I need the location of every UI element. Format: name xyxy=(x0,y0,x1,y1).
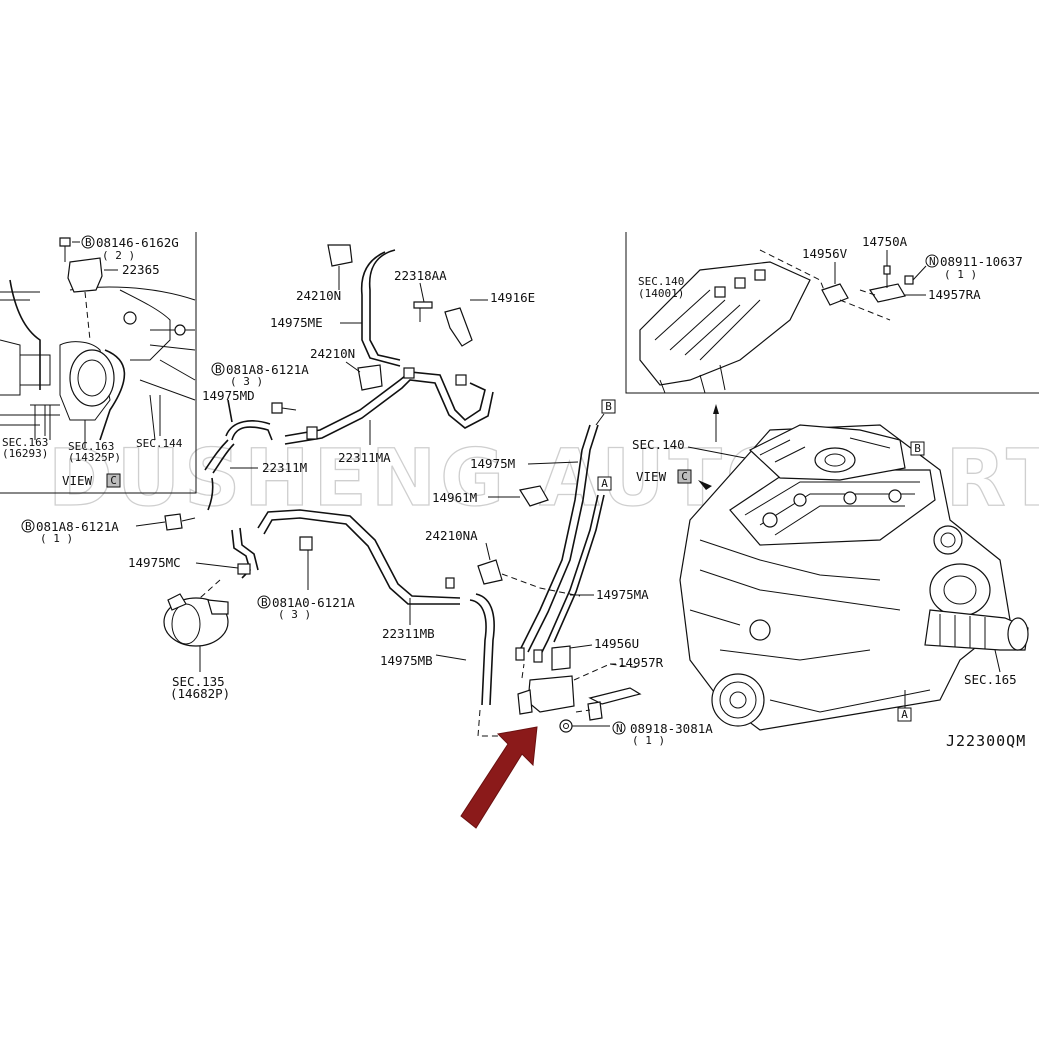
nut-08918-label: 08918-3081A xyxy=(630,721,713,736)
bolt-081a8-top-prefix: B xyxy=(215,363,222,376)
sensor-22365-label: 22365 xyxy=(122,262,160,277)
part-24210n-top-label: 24210N xyxy=(296,288,341,303)
view-text: VIEW xyxy=(62,473,93,488)
part-22311mb-label: 22311MB xyxy=(382,626,435,641)
part-22311m-label: 22311M xyxy=(262,460,307,475)
sec-163-a-label: SEC.163 xyxy=(2,436,48,449)
bolt-081a8-top-qty: ( 3 ) xyxy=(230,375,263,388)
ref-a-box: A xyxy=(601,477,608,490)
part-14975mc-label: 14975MC xyxy=(128,555,181,570)
bolt-081a0-qty: ( 3 ) xyxy=(278,608,311,621)
ref-b-box: B xyxy=(605,400,612,413)
engine-ref-b-box: B xyxy=(914,442,921,455)
lower-left-parts: B 081A8-6121A ( 1 ) 14975MC SEC.135 (146… xyxy=(21,509,530,737)
sec-140-label: SEC.140 xyxy=(632,437,685,452)
bolt-081a8-mid-prefix: B xyxy=(25,520,32,533)
view-c-text: VIEW xyxy=(636,469,667,484)
part-08911-label: 08911-10637 xyxy=(940,254,1023,269)
part-14956u-label: 14956U xyxy=(594,636,639,651)
engine-assembly: SEC.140 VIEW C B SEC.165 xyxy=(632,404,1029,731)
view-c-letter-box: C xyxy=(681,470,688,483)
sec-163-b-label: SEC.163 xyxy=(68,440,114,453)
bolt-081a8-top-label: 081A8-6121A xyxy=(226,362,309,377)
nut-08918-qty: ( 1 ) xyxy=(632,734,665,747)
highlight-arrow xyxy=(460,726,538,829)
bolt-081a0-label: 081A0-6121A xyxy=(272,595,355,610)
sec-144-label: SEC.144 xyxy=(136,437,183,450)
sec-165-label: SEC.165 xyxy=(964,672,1017,687)
bolt-081a8-mid-label: 081A8-6121A xyxy=(36,519,119,534)
upper-hoses: 24210N 14975ME 22318AA 14916E 24210N 223… xyxy=(202,244,535,511)
part-24210na-label: 24210NA xyxy=(425,528,478,543)
bolt-081a0-prefix: B xyxy=(261,596,268,609)
part-22311ma-label: 22311MA xyxy=(338,450,391,465)
sec-163-a-sub: (16293) xyxy=(2,447,48,460)
part-14975md-label: 14975MD xyxy=(202,388,255,403)
part-14916e-label: 14916E xyxy=(490,290,535,305)
part-14750a-label: 14750A xyxy=(862,234,908,249)
sec-140-inset-label: SEC.140 xyxy=(638,275,684,288)
nut-08918-prefix: N xyxy=(616,722,623,735)
center-parts: B 14975M A 14961M 24210NA 14975MA 14956U… xyxy=(425,399,713,747)
part-08911-prefix: N xyxy=(929,255,936,268)
part-14975m-label: 14975M xyxy=(470,456,515,471)
sec-135-sub: (14682P) xyxy=(170,686,230,701)
sec-163-b-sub: (14325P) xyxy=(68,451,121,464)
part-14957ra-label: 14957RA xyxy=(928,287,981,302)
inset-left: B 08146-6162G ( 2 ) 22365 SEC.163 (16293… xyxy=(0,232,197,494)
part-08911-qty: ( 1 ) xyxy=(944,268,977,281)
bolt-08146-qty: ( 2 ) xyxy=(102,249,135,262)
bolt-081a8-mid-qty: ( 1 ) xyxy=(40,532,73,545)
part-14975mb-label: 14975MB xyxy=(380,653,433,668)
diagram-code: J22300QM xyxy=(946,732,1026,750)
part-24210n-label: 24210N xyxy=(310,346,355,361)
part-14975ma-label: 14975MA xyxy=(596,587,649,602)
sec-135-label: SEC.135 xyxy=(172,674,225,689)
bolt-08146-label: 08146-6162G xyxy=(96,235,179,250)
part-14975me-label: 14975ME xyxy=(270,315,323,330)
part-14956v-label: 14956V xyxy=(802,246,848,261)
view-letter-box: C xyxy=(110,474,117,487)
bolt-prefix: B xyxy=(85,236,92,249)
inset-right: SEC.140 (14001) 14956V 14750A N 08911-10… xyxy=(625,232,1039,394)
part-14957r-label: 14957R xyxy=(618,655,664,670)
engine-ref-a-box: A xyxy=(901,708,908,721)
part-14961m-label: 14961M xyxy=(432,490,477,505)
sec-140-inset-sub: (14001) xyxy=(638,287,684,300)
part-22318aa-label: 22318AA xyxy=(394,268,447,283)
